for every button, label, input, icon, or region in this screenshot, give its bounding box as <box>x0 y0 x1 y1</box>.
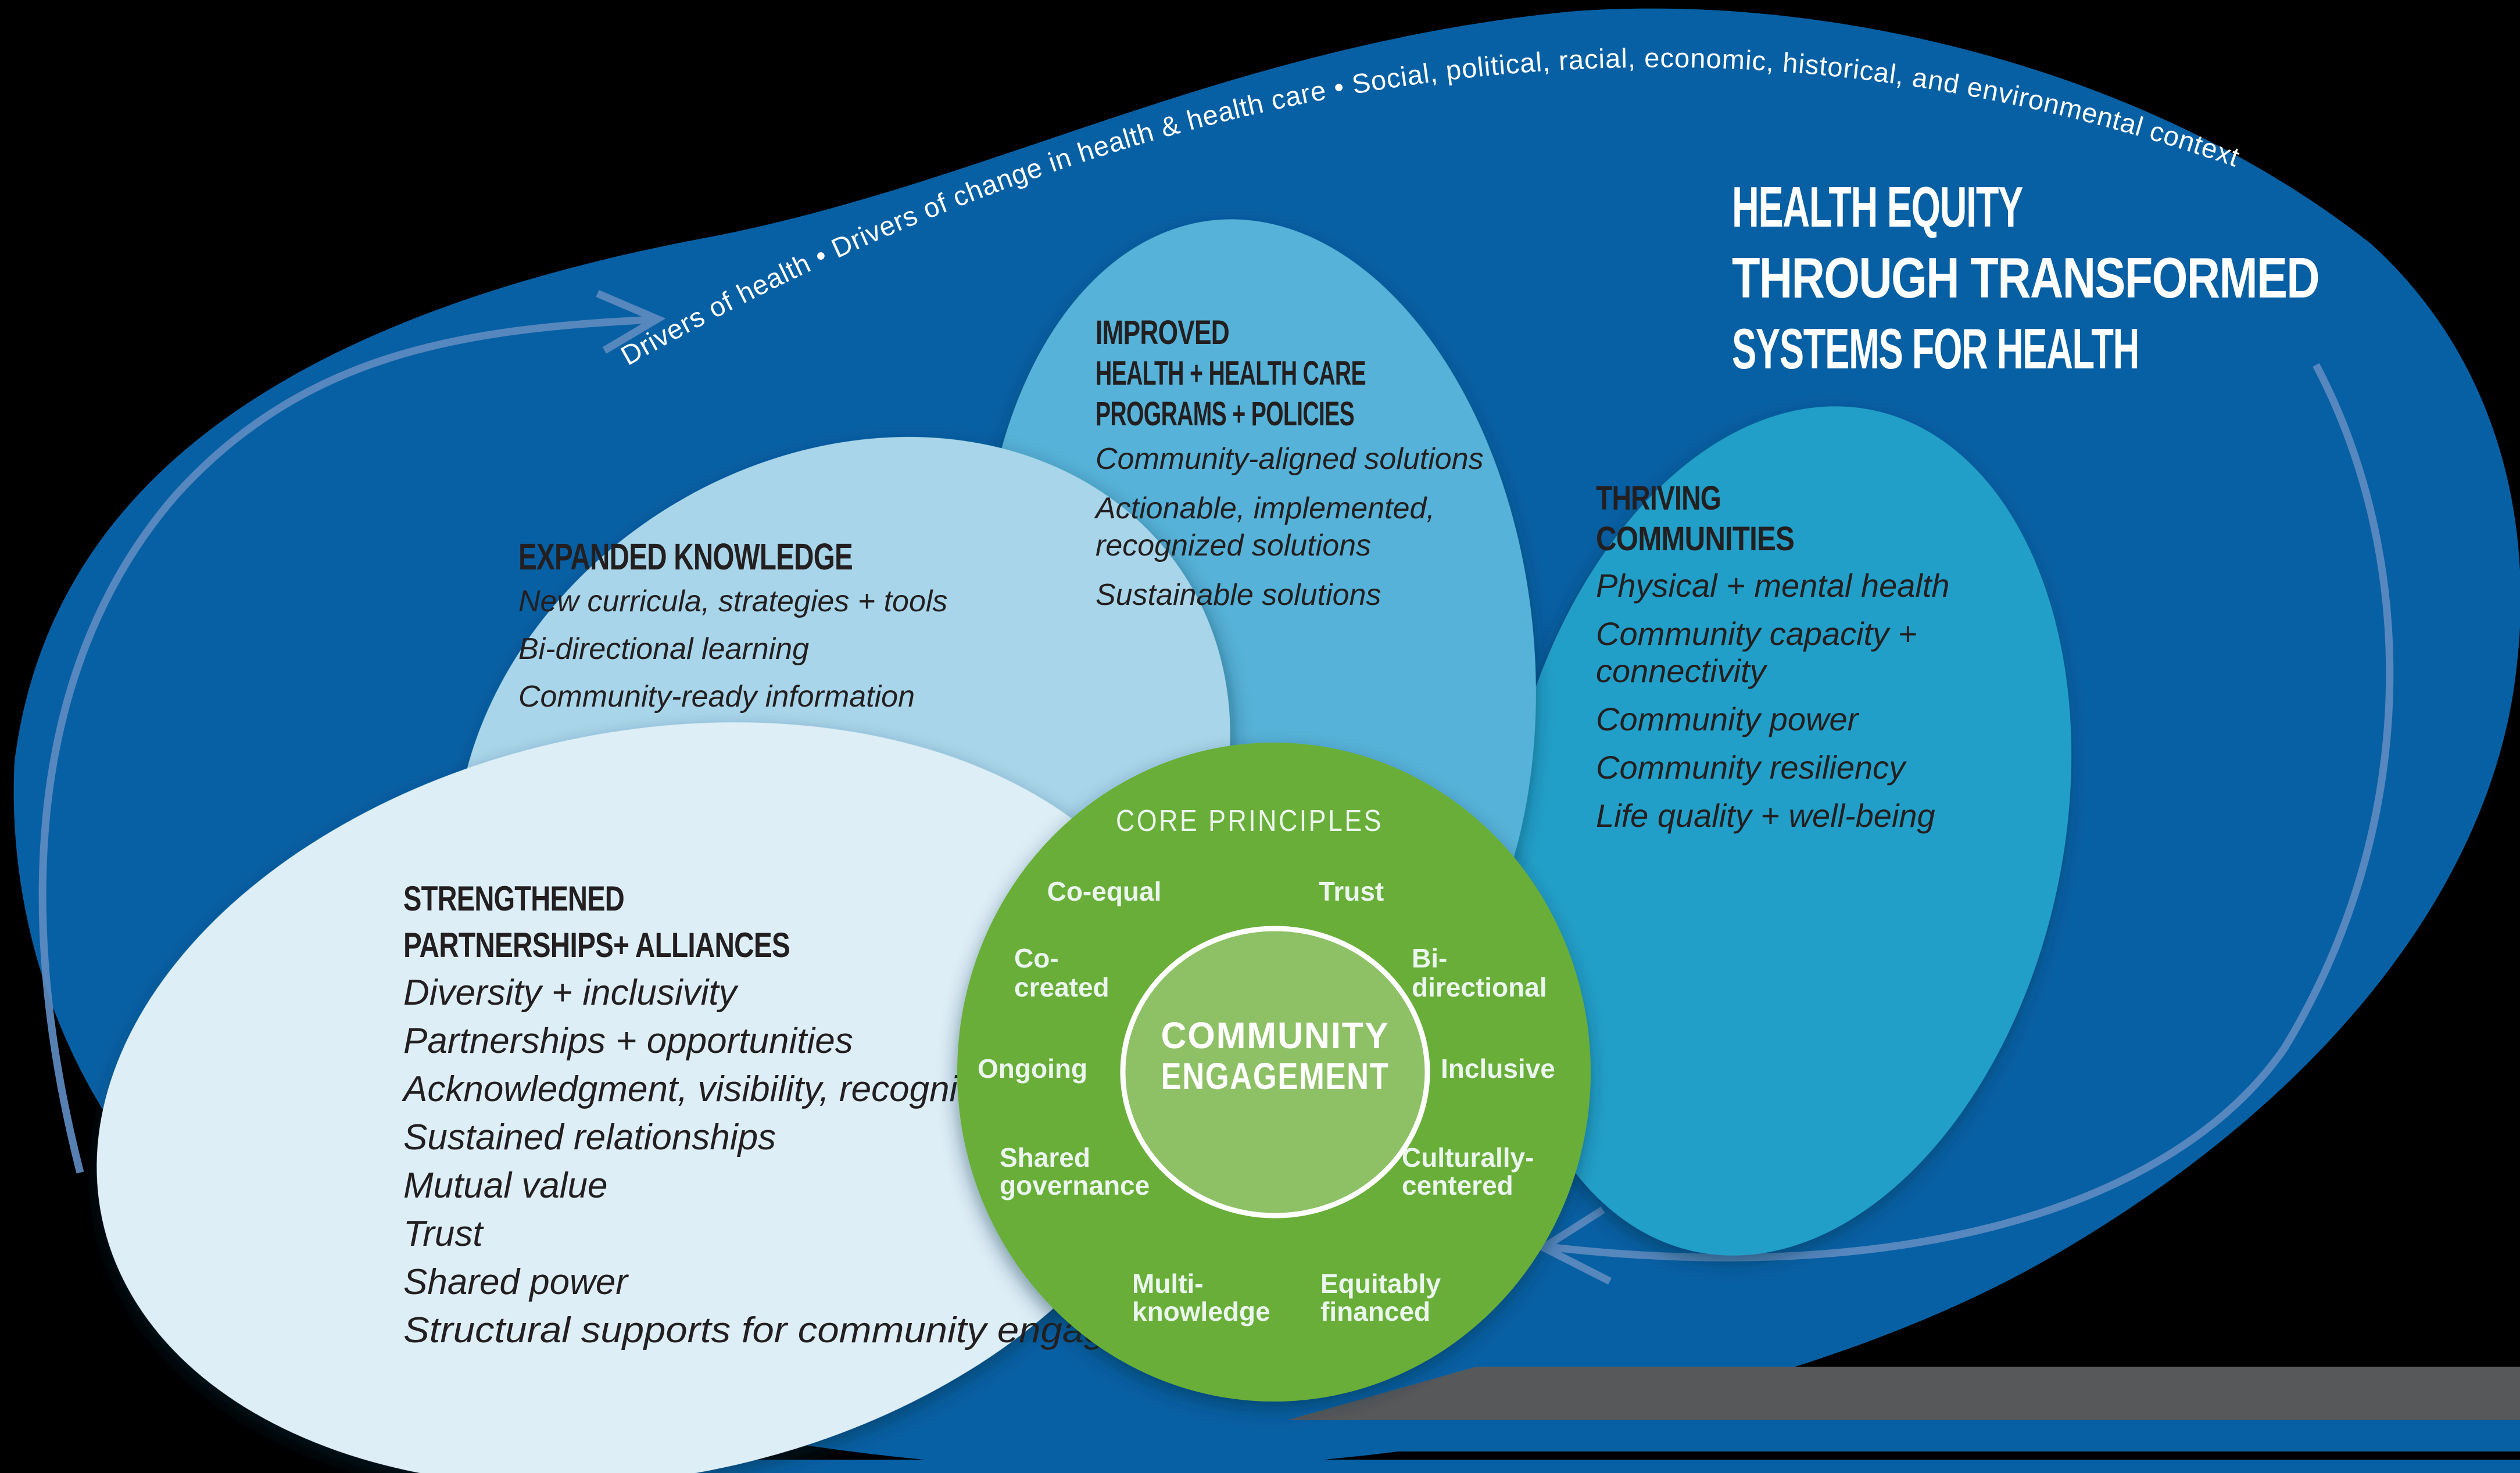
thriving-heading-line: THRIVING <box>1596 479 1721 517</box>
principle-bi-directional: Bi- <box>1412 943 1447 973</box>
community-engagement-label: COMMUNITY ENGAGEMENT <box>1161 1015 1390 1097</box>
improved-petal-text: IMPROVED HEALTH + HEALTH CARE PROGRAMS +… <box>1094 314 1484 612</box>
principle-shared-governance: Shared <box>1000 1142 1090 1173</box>
shadow-band <box>1287 1367 2520 1420</box>
expanded-item: Bi-directional learning <box>518 632 809 666</box>
shadow-band-underlay <box>1287 1420 2520 1452</box>
expanded-heading-line: EXPANDED KNOWLEDGE <box>518 536 853 578</box>
thriving-item: Community power <box>1596 701 1860 737</box>
core-principles-labels: CORE PRINCIPLES Co-equal Trust Co- creat… <box>978 804 1555 1327</box>
strengthened-item: Acknowledgment, visibility, recognition <box>401 1069 1015 1109</box>
bottom-edge-strip <box>552 1460 2520 1473</box>
strengthened-heading-line: STRENGTHENED <box>403 879 624 918</box>
thriving-petal <box>1497 406 2072 1256</box>
strengthened-petal-text: STRENGTHENED PARTNERSHIPS+ ALLIANCES Div… <box>401 879 1216 1350</box>
improved-item: Actionable, implemented, <box>1094 492 1435 525</box>
title-line-1: HEALTH EQUITY <box>1732 175 2023 239</box>
principle-equitably-financed: Equitably <box>1320 1268 1441 1299</box>
expanded-petal-text: EXPANDED KNOWLEDGE New curricula, strate… <box>518 536 947 714</box>
community-engagement-line: ENGAGEMENT <box>1161 1055 1390 1097</box>
strengthened-item: Partnerships + opportunities <box>403 1021 853 1061</box>
principle-co-created: created <box>1014 972 1109 1002</box>
principle-co-equal: Co-equal <box>1047 876 1162 906</box>
flow-arc-left <box>38 316 656 1174</box>
strengthened-petal <box>96 722 1194 1473</box>
improved-item: recognized solutions <box>1096 529 1371 562</box>
improved-item: Sustainable solutions <box>1096 578 1381 612</box>
principle-trust: Trust <box>1319 876 1384 906</box>
community-engagement-line: COMMUNITY <box>1161 1015 1390 1056</box>
thriving-item: Physical + mental health <box>1596 567 1950 604</box>
principle-culturally-centered: Culturally- <box>1402 1142 1534 1173</box>
title-line-2: THROUGH TRANSFORMED <box>1732 246 2319 310</box>
thriving-item: Community resiliency <box>1596 749 1907 786</box>
thriving-item: Community capacity + <box>1596 615 1917 652</box>
title-line-3: SYSTEMS FOR HEALTH <box>1732 317 2139 381</box>
principle-shared-governance: governance <box>1000 1170 1150 1200</box>
strengthened-item: Shared power <box>403 1262 629 1302</box>
principle-culturally-centered: centered <box>1402 1170 1513 1200</box>
principle-inclusive: Inclusive <box>1441 1053 1555 1084</box>
community-engagement-circle <box>1120 926 1430 1218</box>
main-title: HEALTH EQUITY THROUGH TRANSFORMED SYSTEM… <box>1732 175 2320 381</box>
principle-ongoing: Ongoing <box>978 1053 1087 1084</box>
flow-arrowhead-right-icon <box>1535 1206 1612 1285</box>
thriving-petal-text: THRIVING COMMUNITIES Physical + mental h… <box>1596 479 1950 834</box>
strengthened-heading-line: PARTNERSHIPS+ ALLIANCES <box>403 926 790 965</box>
thriving-item: connectivity <box>1596 653 1768 689</box>
flow-arrows <box>38 290 2394 1285</box>
strengthened-item: Diversity + inclusivity <box>403 973 739 1013</box>
flow-arc-right <box>1548 363 2394 1261</box>
expanded-item: New curricula, strategies + tools <box>518 585 947 618</box>
thriving-heading-line: COMMUNITIES <box>1596 520 1794 558</box>
core-principles-heading: CORE PRINCIPLES <box>1116 804 1383 838</box>
principle-multi-knowledge: Multi- <box>1132 1268 1204 1299</box>
flow-arrowhead-left-icon <box>596 290 666 354</box>
expanded-item: Community-ready information <box>518 680 915 714</box>
strengthened-item: Trust <box>403 1214 484 1254</box>
improved-heading-line: PROGRAMS + POLICIES <box>1096 395 1354 433</box>
strengthened-item: Sustained relationships <box>403 1117 776 1157</box>
principle-bi-directional: directional <box>1412 972 1547 1002</box>
strengthened-item: Mutual value <box>403 1166 608 1206</box>
thriving-item: Life quality + well-being <box>1596 797 1935 834</box>
principle-equitably-financed: financed <box>1320 1296 1430 1327</box>
principle-co-created: Co- <box>1014 943 1059 973</box>
principle-multi-knowledge: knowledge <box>1132 1296 1270 1327</box>
improved-heading-line: HEALTH + HEALTH CARE <box>1096 354 1366 392</box>
improved-heading-line: IMPROVED <box>1096 314 1229 352</box>
improved-item: Community-aligned solutions <box>1096 442 1484 476</box>
